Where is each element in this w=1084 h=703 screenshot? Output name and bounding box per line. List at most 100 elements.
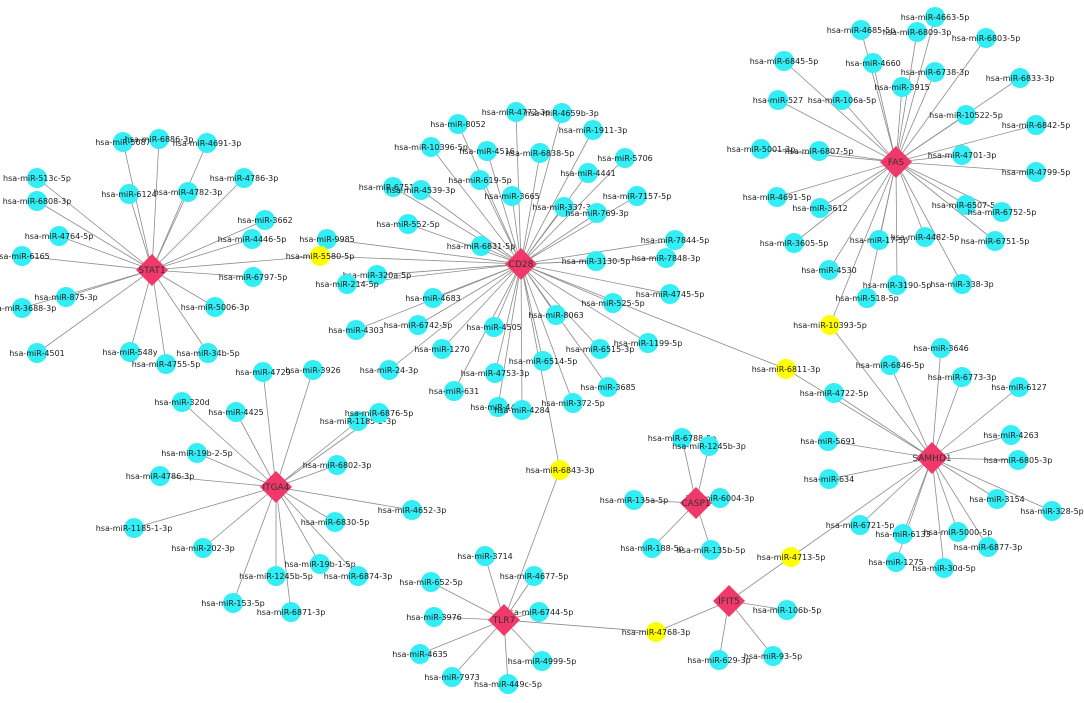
mirna-node-casp1-mirna-1[interactable] (699, 436, 719, 456)
mirna-node-samhd1-mirna-4[interactable] (824, 383, 844, 403)
mirna-node-stat1-mirna-5[interactable] (178, 182, 198, 202)
gene-node-ifit5[interactable] (713, 585, 745, 617)
mirna-node-stat1-mirna-11[interactable] (12, 246, 32, 266)
mirna-node-cd28-mirna-41[interactable] (563, 393, 583, 413)
mirna-node-stat1-mirna-2[interactable] (197, 133, 217, 153)
mirna-node-cd28-mirna-40[interactable] (512, 400, 532, 420)
mirna-node-fas-mirna-1[interactable] (851, 20, 871, 40)
mirna-node-cd28-mirna-35[interactable] (379, 360, 399, 380)
mirna-node-cd28-mirna-22[interactable] (367, 265, 387, 285)
mirna-node-stat1-mirna-8[interactable] (255, 210, 275, 230)
mirna-node-itga4-mirna-7[interactable] (150, 466, 170, 486)
mirna-node-samhd1-mirna-15[interactable] (886, 552, 906, 572)
mirna-node-cd28-mirna-34[interactable] (533, 351, 553, 371)
mirna-node-fas-mirna-19[interactable] (956, 195, 976, 215)
mirna-node-samhd1-mirna-14[interactable] (978, 537, 998, 557)
mirna-node-cd28-mirna-5[interactable] (477, 141, 497, 161)
gene-node-cd28[interactable] (505, 248, 537, 280)
mirna-node-casp1-mirna-2[interactable] (710, 488, 730, 508)
mirna-node-fas-mirna-26[interactable] (887, 275, 907, 295)
mirna-node-cd28-mirna-9[interactable] (578, 163, 598, 183)
mirna-node-stat1-mirna-18[interactable] (156, 354, 176, 374)
mirna-node-itga4-mirna-11[interactable] (124, 518, 144, 538)
gene-node-casp1[interactable] (680, 487, 712, 519)
mirna-node-cd28-mirna-3[interactable] (583, 120, 603, 140)
mirna-node-ifit5-mirna-0[interactable] (777, 600, 797, 620)
mirna-node-fas-mirna-17[interactable] (767, 187, 787, 207)
mirna-node-cd28-mirna-16[interactable] (587, 203, 607, 223)
mirna-node-fas-mirna-22[interactable] (869, 230, 889, 250)
mirna-node-samhd1-mirna-11[interactable] (850, 515, 870, 535)
mirna-node-cd28-mirna-23[interactable] (337, 274, 357, 294)
shared-mirna-node-4[interactable] (781, 547, 801, 567)
mirna-node-itga4-mirna-3[interactable] (226, 402, 246, 422)
mirna-node-itga4-mirna-12[interactable] (193, 538, 213, 558)
mirna-node-tlr7-mirna-3[interactable] (424, 607, 444, 627)
mirna-node-cd28-mirna-17[interactable] (317, 229, 337, 249)
mirna-node-cd28-mirna-19[interactable] (665, 230, 685, 250)
mirna-node-samhd1-mirna-0[interactable] (931, 338, 951, 358)
mirna-node-tlr7-mirna-4[interactable] (529, 602, 549, 622)
mirna-node-tlr7-mirna-0[interactable] (475, 546, 495, 566)
mirna-node-fas-mirna-14[interactable] (809, 141, 829, 161)
mirna-node-fas-mirna-28[interactable] (857, 288, 877, 308)
mirna-node-samhd1-mirna-10[interactable] (1042, 501, 1062, 521)
mirna-node-itga4-mirna-2[interactable] (172, 392, 192, 412)
mirna-node-cd28-mirna-32[interactable] (590, 339, 610, 359)
mirna-node-cd28-mirna-28[interactable] (346, 320, 366, 340)
mirna-node-stat1-mirna-6[interactable] (234, 168, 254, 188)
mirna-node-ifit5-mirna-1[interactable] (709, 650, 729, 670)
mirna-node-casp1-mirna-4[interactable] (642, 538, 662, 558)
mirna-node-itga4-mirna-17[interactable] (281, 602, 301, 622)
mirna-node-fas-mirna-16[interactable] (1026, 162, 1046, 182)
mirna-node-itga4-mirna-0[interactable] (253, 362, 273, 382)
mirna-node-stat1-mirna-13[interactable] (56, 287, 76, 307)
mirna-node-stat1-mirna-14[interactable] (12, 298, 32, 318)
mirna-node-casp1-mirna-0[interactable] (672, 428, 692, 448)
mirna-node-stat1-mirna-12[interactable] (243, 267, 263, 287)
mirna-node-fas-mirna-11[interactable] (956, 105, 976, 125)
mirna-node-fas-mirna-25[interactable] (819, 260, 839, 280)
mirna-node-stat1-mirna-0[interactable] (113, 132, 133, 152)
mirna-node-fas-mirna-8[interactable] (892, 77, 912, 97)
mirna-node-fas-mirna-24[interactable] (985, 231, 1005, 251)
mirna-node-fas-mirna-9[interactable] (768, 90, 788, 110)
mirna-node-cd28-mirna-38[interactable] (444, 381, 464, 401)
mirna-node-itga4-mirna-15[interactable] (348, 566, 368, 586)
mirna-node-cd28-mirna-12[interactable] (502, 186, 522, 206)
mirna-node-stat1-mirna-4[interactable] (119, 184, 139, 204)
shared-mirna-node-3[interactable] (550, 460, 570, 480)
mirna-node-fas-mirna-15[interactable] (952, 145, 972, 165)
shared-mirna-node-1[interactable] (820, 315, 840, 335)
mirna-node-fas-mirna-21[interactable] (784, 233, 804, 253)
mirna-node-cd28-mirna-29[interactable] (546, 305, 566, 325)
mirna-node-itga4-mirna-14[interactable] (310, 554, 330, 574)
mirna-node-tlr7-mirna-2[interactable] (524, 566, 544, 586)
mirna-node-stat1-mirna-9[interactable] (49, 226, 69, 246)
gene-node-tlr7[interactable] (488, 604, 520, 636)
gene-node-itga4[interactable] (260, 471, 292, 503)
mirna-node-cd28-mirna-13[interactable] (554, 197, 574, 217)
gene-node-samhd1[interactable] (916, 442, 948, 474)
mirna-node-samhd1-mirna-3[interactable] (1009, 377, 1029, 397)
mirna-node-cd28-mirna-20[interactable] (586, 251, 606, 271)
shared-mirna-node-2[interactable] (776, 359, 796, 379)
mirna-node-cd28-mirna-2[interactable] (552, 103, 572, 123)
mirna-node-tlr7-mirna-8[interactable] (498, 674, 518, 694)
mirna-node-itga4-mirna-5[interactable] (369, 403, 389, 423)
mirna-node-cd28-mirna-6[interactable] (530, 143, 550, 163)
mirna-node-itga4-mirna-13[interactable] (266, 566, 286, 586)
mirna-node-cd28-mirna-4[interactable] (421, 137, 441, 157)
mirna-node-fas-mirna-2[interactable] (907, 22, 927, 42)
mirna-node-cd28-mirna-37[interactable] (598, 377, 618, 397)
gene-node-stat1[interactable] (136, 254, 168, 286)
mirna-node-cd28-mirna-0[interactable] (506, 102, 526, 122)
mirna-node-cd28-mirna-30[interactable] (484, 317, 504, 337)
mirna-node-cd28-mirna-31[interactable] (638, 333, 658, 353)
mirna-node-stat1-mirna-1[interactable] (149, 129, 169, 149)
mirna-node-fas-mirna-10[interactable] (832, 90, 852, 110)
shared-mirna-node-5[interactable] (646, 622, 666, 642)
mirna-node-fas-mirna-4[interactable] (774, 51, 794, 71)
mirna-node-casp1-mirna-3[interactable] (624, 490, 644, 510)
mirna-node-casp1-mirna-5[interactable] (701, 540, 721, 560)
